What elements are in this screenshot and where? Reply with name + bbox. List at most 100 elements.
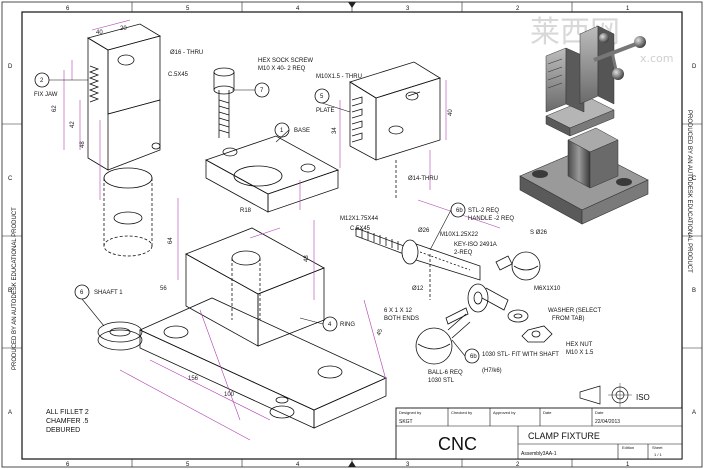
note-m12: M12X1.75X44 [340, 216, 379, 222]
tb-designed-by-header: Designed by [399, 410, 421, 415]
fix-jaw-part [86, 23, 162, 257]
tb-drawing-no: Assembly3AA-1 [521, 451, 557, 457]
zone-col: 1 [626, 462, 630, 468]
note-thru16: Ø16 - THRU [170, 50, 203, 56]
note-chamfer: CHAMFER .5 [46, 418, 89, 425]
note-key-qty: 2-REQ [454, 250, 473, 256]
zone-col: 3 [406, 462, 410, 468]
shaft-part [355, 227, 481, 300]
svg-text:156: 156 [188, 376, 199, 382]
label-shaft: STL-2 REQ [468, 208, 499, 214]
zone-col: 5 [186, 462, 190, 468]
svg-text:62: 62 [52, 105, 58, 112]
zone-col: 2 [516, 462, 520, 468]
note-pin-ends: BOTH ENDS [384, 316, 419, 322]
svg-text:56: 56 [160, 286, 167, 292]
zone-row: C [692, 176, 697, 182]
edu-watermark-left: PRODUCED BY AN AUTODESK EDUCATIONAL PROD… [12, 207, 18, 370]
note-d14-thru: Ø14-THRU [408, 176, 438, 182]
balloon-numbers: 2 7 5 1 6b 4 6 6b [40, 78, 477, 360]
note-c5x45-b: C.5X45 [350, 226, 371, 232]
label-hex-sock-qty: M10 X 40- 2 REQ [258, 66, 306, 72]
note-m10-2: M10X1.25X22 [440, 232, 479, 238]
label-handle: 1030 STL- FIT WITH SHAFT [482, 352, 559, 358]
zone-row: D [8, 64, 13, 70]
zone-row: C [8, 176, 13, 182]
label-shaft-qty: HANDLE -2 REQ [468, 216, 514, 222]
ring-part [97, 321, 143, 351]
tb-sheet-header: Sheet [652, 445, 663, 450]
tb-checked-by-header: Checked by [451, 410, 472, 415]
label-jaw: PLATE [316, 108, 335, 114]
zone-col: 5 [186, 6, 190, 12]
isometric-parts [86, 23, 553, 429]
tb-sheet: 1 / 1 [654, 452, 663, 457]
zone-col: 6 [66, 6, 70, 12]
projection-symbol: ISO [579, 383, 650, 407]
tb-date2-header: Date [595, 410, 604, 415]
zone-col: 6 [66, 462, 70, 468]
note-m10-thru: M10X1.5 - THRU [316, 74, 362, 80]
note-m6: M6X1X10 [534, 286, 561, 292]
label-fit-tolerance: (H7/k6) [482, 368, 502, 374]
shaded-3d-view [519, 25, 649, 225]
note-washer: WASHER (SELECT [548, 308, 601, 314]
label-fix-jaw: FIX JAW [34, 92, 58, 98]
zone-col: 3 [406, 6, 410, 12]
edu-watermark-right: PRODUCED BY AN AUTODESK EDUCATIONAL PROD… [686, 110, 692, 273]
note-r18: R18 [240, 208, 252, 214]
tb-title: CLAMP FIXTURE [528, 431, 600, 441]
note-hexnut-size: M10 X 1.5 [566, 350, 594, 356]
balloon-5: 5 [320, 94, 324, 100]
dimension-values: 62 42 48 40 20 64 56 156 100 34 40 45 48 [52, 26, 454, 398]
label-plate: BASE [294, 128, 310, 134]
zone-col: 1 [626, 6, 630, 12]
zone-row: B [692, 288, 696, 294]
zone-row-labels: D C B A D C B A [8, 64, 697, 416]
note-s26: S Ø26 [530, 230, 548, 236]
note-ball: BALL-6 REQ [428, 370, 463, 376]
zone-col: 4 [296, 6, 300, 12]
note-washer-tab: FROM TAB) [552, 316, 584, 322]
hex-socket-screw-part [213, 67, 235, 138]
zone-row: A [692, 410, 696, 416]
note-c5x45-a: C.5X45 [168, 72, 189, 78]
zone-col-labels-top: 6 5 4 3 2 1 [66, 6, 630, 12]
tb-company: CNC [438, 434, 477, 454]
title-block: Designed by SKGT Checked by Approved by … [395, 407, 683, 460]
zone-row: D [692, 64, 697, 70]
tb-designed-by: SKGT [399, 419, 413, 425]
svg-text:40: 40 [448, 109, 454, 116]
svg-text:45: 45 [376, 328, 384, 337]
svg-text:40: 40 [96, 30, 103, 36]
dimension-lines [63, 19, 501, 441]
site-watermark-url: x.com [640, 52, 674, 65]
label-hex-sock-screw: HEX SOCK SCREW [258, 58, 313, 64]
note-pin: 6 X 1 X 12 [384, 308, 413, 314]
note-key: KEY-ISO 2491A [454, 242, 497, 248]
label-ring: SHAAFT 1 [94, 290, 123, 296]
washer-and-nut [507, 309, 553, 343]
svg-text:20: 20 [120, 26, 127, 32]
label-base: RING [340, 322, 355, 328]
svg-text:100: 100 [224, 392, 235, 398]
tb-edition-header: Edition [622, 445, 634, 450]
tb-approved-by-header: Approved by [493, 410, 515, 415]
zone-row: B [8, 288, 12, 294]
balloon-3: 1 [280, 128, 284, 134]
zone-col-labels-bottom: 6 5 4 3 2 1 [66, 462, 630, 468]
svg-text:48: 48 [80, 141, 86, 148]
leaders [49, 79, 466, 357]
iso-label: ISO [636, 393, 650, 402]
balloon-7: 7 [260, 88, 264, 94]
svg-text:48: 48 [304, 255, 310, 262]
note-d26: Ø26 [418, 228, 430, 234]
balloon-4: 6 [80, 290, 84, 296]
hub-and-pins [445, 255, 513, 325]
plate-part [205, 135, 339, 213]
svg-text:34: 34 [332, 127, 338, 134]
note-debured: DEBURED [46, 427, 80, 434]
svg-text:64: 64 [168, 237, 174, 244]
